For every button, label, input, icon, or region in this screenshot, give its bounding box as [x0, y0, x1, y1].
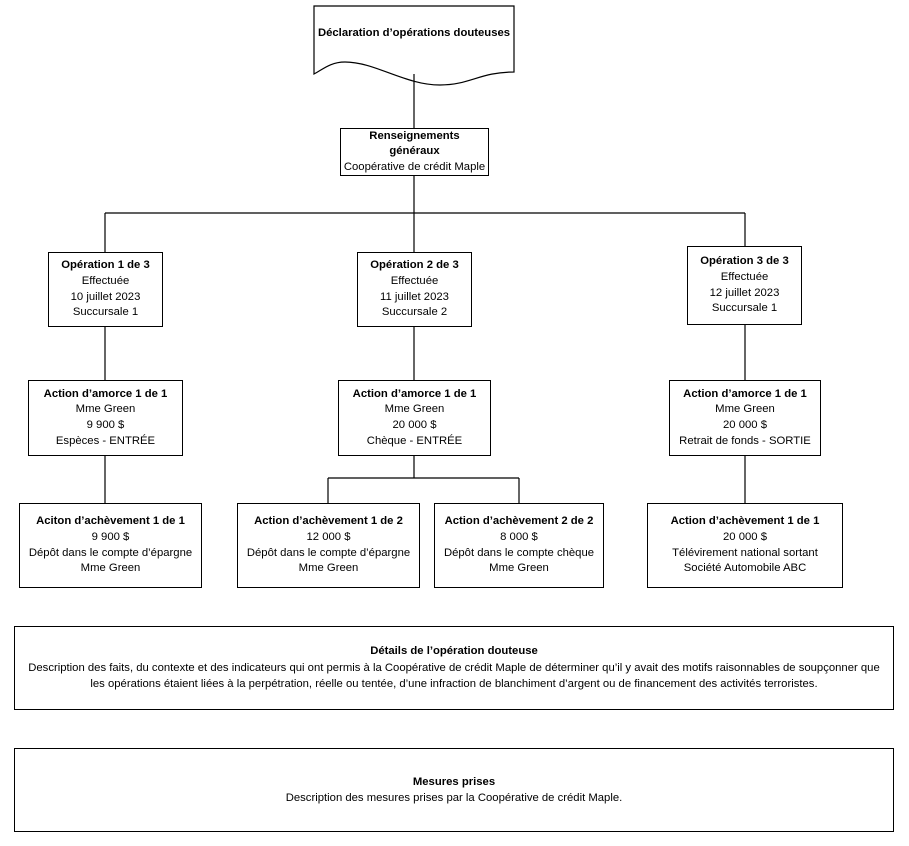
operation-3-status: Effectuée	[720, 270, 769, 283]
starting-action-2-title: Action d’amorce 1 de 1	[352, 387, 477, 400]
measures-panel-line-1: Description des mesures prises par la Co…	[285, 792, 623, 804]
completing-action-node-1: Aciton d’achèvement 1 de 1 9 900 $ Dépôt…	[19, 503, 202, 588]
completing-action-node-4: Action d’achèvement 1 de 1 20 000 $ Télé…	[647, 503, 843, 588]
starting-action-1-method: Espèces - ENTRÉE	[55, 434, 156, 447]
completing-action-2-title: Action d’achèvement 1 de 2	[254, 515, 403, 528]
completing-action-2-party: Mme Green	[298, 562, 359, 575]
operation-2-title: Opération 2 de 3	[370, 259, 459, 272]
completing-action-4-amount: 20 000 $	[723, 530, 767, 543]
operation-node-1: Opération 1 de 3 Effectuée 10 juillet 20…	[48, 252, 163, 327]
completing-action-node-2: Action d’achèvement 1 de 2 12 000 $ Dépô…	[237, 503, 420, 588]
report-title-node: Déclaration d’opérations douteuses	[314, 6, 514, 86]
measures-panel-title: Mesures prises	[412, 775, 496, 788]
completing-action-4-party: Société Automobile ABC	[683, 562, 807, 575]
completing-action-3-amount: 8 000 $	[500, 530, 538, 543]
general-information-node: Renseignements généraux Coopérative de c…	[340, 128, 489, 176]
completing-action-3-method: Dépôt dans le compte chèque	[443, 546, 595, 559]
operation-3-branch: Succursale 1	[711, 302, 778, 315]
completing-action-4-title: Action d’achèvement 1 de 1	[670, 515, 820, 528]
starting-action-node-1: Action d’amorce 1 de 1 Mme Green 9 900 $…	[28, 380, 183, 456]
completing-action-2-amount: 12 000 $	[306, 530, 351, 543]
starting-action-node-3: Action d’amorce 1 de 1 Mme Green 20 000 …	[669, 380, 821, 456]
operation-3-date: 12 juillet 2023	[709, 286, 780, 299]
starting-action-3-method: Retrait de fonds - SORTIE	[679, 434, 811, 447]
operation-3-title: Opération 3 de 3	[700, 255, 789, 268]
details-panel: Détails de l’opération douteuse Descript…	[14, 626, 894, 710]
completing-action-1-amount: 9 900 $	[91, 530, 130, 543]
operation-1-branch: Succursale 1	[72, 306, 139, 319]
details-panel-line-2: les opérations étaient liées à la perpét…	[90, 678, 818, 691]
general-information-entity: Coopérative de crédit Maple	[343, 160, 486, 173]
completing-action-node-3: Action d’achèvement 2 de 2 8 000 $ Dépôt…	[434, 503, 604, 588]
operation-node-2: Opération 2 de 3 Effectuée 11 juillet 20…	[357, 252, 472, 327]
operation-node-3: Opération 3 de 3 Effectuée 12 juillet 20…	[687, 246, 802, 325]
starting-action-2-method: Chèque - ENTRÉE	[366, 434, 463, 447]
starting-action-1-party: Mme Green	[75, 403, 136, 416]
completing-action-3-title: Action d’achèvement 2 de 2	[444, 515, 594, 528]
details-panel-title: Détails de l’opération douteuse	[370, 645, 538, 658]
operation-2-status: Effectuée	[390, 274, 439, 287]
details-panel-line-1: Description des faits, du contexte et de…	[28, 661, 880, 674]
completing-action-1-method: Dépôt dans le compte d’épargne	[28, 546, 193, 559]
completing-action-4-method: Télévirement national sortant	[672, 546, 818, 559]
starting-action-node-2: Action d’amorce 1 de 1 Mme Green 20 000 …	[338, 380, 491, 456]
starting-action-1-title: Action d’amorce 1 de 1	[43, 387, 168, 400]
starting-action-3-title: Action d’amorce 1 de 1	[683, 387, 807, 400]
report-title-label: Déclaration d’opérations douteuses	[317, 27, 511, 39]
starting-action-2-party: Mme Green	[384, 403, 445, 416]
general-information-title: Renseignements généraux	[369, 129, 460, 158]
starting-action-1-amount: 9 900 $	[86, 419, 125, 431]
operation-2-date: 11 juillet 2023	[380, 290, 449, 303]
operation-1-status: Effectuée	[81, 274, 130, 287]
completing-action-1-title: Aciton d’achèvement 1 de 1	[36, 515, 185, 528]
operation-1-date: 10 juillet 2023	[70, 290, 141, 303]
completing-action-1-party: Mme Green	[80, 562, 141, 575]
operation-1-title: Opération 1 de 3	[61, 259, 150, 272]
completing-action-2-method: Dépôt dans le compte d’épargne	[246, 546, 411, 559]
starting-action-3-amount: 20 000 $	[723, 419, 767, 431]
starting-action-2-amount: 20 000 $	[392, 419, 437, 431]
completing-action-3-party: Mme Green	[489, 562, 549, 575]
operation-2-branch: Succursale 2	[381, 306, 448, 319]
measures-panel: Mesures prises Description des mesures p…	[14, 748, 894, 832]
starting-action-3-party: Mme Green	[715, 403, 775, 416]
